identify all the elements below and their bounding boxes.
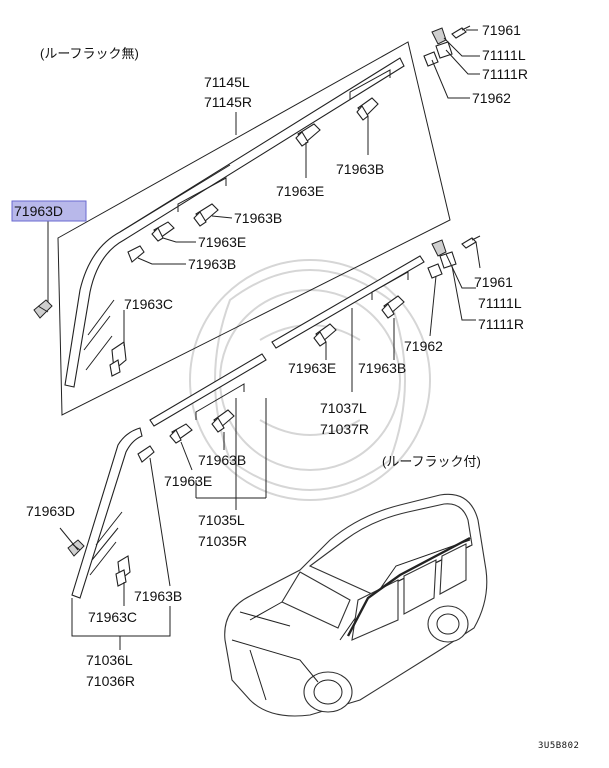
label-71963B-b[interactable]: 71963B bbox=[234, 210, 282, 226]
label-71037R[interactable]: 71037R bbox=[320, 421, 369, 437]
highlight-box-71963D bbox=[11, 200, 87, 222]
label-71111L-b[interactable]: 71111L bbox=[478, 295, 522, 311]
label-71963E-b[interactable]: 71963E bbox=[198, 234, 246, 250]
screw-71961-b bbox=[461, 235, 481, 249]
label-71963E-d[interactable]: 71963E bbox=[164, 473, 212, 489]
note-with-roof-rack: (ルーフラック付) bbox=[382, 454, 481, 469]
label-71963B-d[interactable]: 71963B bbox=[358, 360, 406, 376]
label-71111R-b[interactable]: 71111R bbox=[478, 316, 524, 332]
clip-71963B-lower bbox=[127, 245, 145, 263]
roof-molding-71145 bbox=[64, 57, 405, 388]
label-71111L-a[interactable]: 71111L bbox=[482, 47, 526, 63]
label-71145R[interactable]: 71145R bbox=[204, 94, 252, 110]
label-71963B-c[interactable]: 71963B bbox=[188, 256, 236, 272]
label-71961-a[interactable]: 71961 bbox=[482, 22, 521, 38]
clip-71963D-upper bbox=[33, 299, 53, 319]
end-cap-group-upper bbox=[423, 25, 471, 67]
diagram-code: 3U5B802 bbox=[538, 741, 579, 751]
clip-71963B-mid bbox=[177, 177, 227, 227]
roof-molding-71037 bbox=[271, 255, 425, 349]
screw-71961-a bbox=[451, 25, 471, 39]
clip-71963B-lower-left bbox=[137, 445, 155, 463]
labels: (ルーフラック無) (ルーフラック付) 71961 71111L 71111R … bbox=[11, 22, 579, 751]
label-71035L[interactable]: 71035L bbox=[198, 512, 245, 528]
label-71963E-a[interactable]: 71963E bbox=[276, 183, 324, 199]
upper-panel bbox=[57, 41, 451, 416]
end-cap-71111-a2 bbox=[435, 41, 453, 59]
note-without-roof-rack: (ルーフラック無) bbox=[40, 46, 139, 61]
end-cap-71111-a bbox=[431, 27, 447, 45]
vehicle-front-wheel bbox=[303, 671, 353, 713]
leader-lines bbox=[47, 29, 481, 650]
roof-molding-71035 bbox=[149, 353, 267, 427]
vehicle-rear-wheel bbox=[427, 605, 469, 643]
pad-71962-b bbox=[427, 263, 443, 279]
vehicle-roof bbox=[308, 503, 473, 595]
vehicle-illustration bbox=[224, 493, 488, 717]
label-71145L[interactable]: 71145L bbox=[204, 74, 250, 90]
clip-71963E-lower bbox=[169, 423, 193, 444]
end-cap-71111-b2 bbox=[439, 251, 457, 269]
clip-71963E-upper bbox=[295, 123, 321, 147]
label-71961-b[interactable]: 71961 bbox=[474, 274, 513, 290]
clip-71963C-upper bbox=[109, 341, 127, 377]
clip-71963B-lower-mid bbox=[211, 409, 235, 433]
vehicle-side-window-3 bbox=[439, 543, 467, 595]
label-71037L[interactable]: 71037L bbox=[320, 400, 367, 416]
vehicle-windshield bbox=[281, 571, 351, 629]
clip-71963B-upper-right bbox=[349, 69, 391, 121]
label-71963D-a[interactable]: 71963D bbox=[14, 203, 63, 219]
clip-71963C-lower bbox=[115, 555, 131, 587]
label-71963C-b[interactable]: 71963C bbox=[88, 609, 137, 625]
clip-71963E-mid bbox=[151, 221, 175, 242]
clip-71963B-mid-right bbox=[371, 271, 409, 319]
label-71963D-b[interactable]: 71963D bbox=[26, 503, 75, 519]
vehicle-roof-rack bbox=[346, 536, 471, 637]
label-71036R[interactable]: 71036R bbox=[86, 673, 135, 689]
lower-left-molding-group bbox=[67, 353, 267, 599]
pad-71962-a bbox=[423, 51, 439, 67]
end-cap-71111-b bbox=[431, 239, 447, 257]
clip-71963E-mid-right bbox=[313, 323, 337, 347]
vehicle-side-window-2 bbox=[403, 559, 437, 615]
label-71036L[interactable]: 71036L bbox=[86, 652, 133, 668]
label-71963B-e[interactable]: 71963B bbox=[198, 452, 246, 468]
label-71962-a[interactable]: 71962 bbox=[472, 90, 511, 106]
pillar-molding-71036 bbox=[71, 427, 143, 599]
label-71963B-a[interactable]: 71963B bbox=[336, 161, 384, 177]
label-71963E-c[interactable]: 71963E bbox=[288, 360, 336, 376]
upper-panel-outline bbox=[57, 41, 451, 416]
label-71963C-a[interactable]: 71963C bbox=[124, 296, 173, 312]
mid-right-molding-group bbox=[271, 235, 481, 349]
label-71035R[interactable]: 71035R bbox=[198, 533, 247, 549]
label-71111R-a[interactable]: 71111R bbox=[482, 66, 528, 82]
label-71963B-f[interactable]: 71963B bbox=[134, 588, 182, 604]
label-71962-b[interactable]: 71962 bbox=[404, 338, 443, 354]
